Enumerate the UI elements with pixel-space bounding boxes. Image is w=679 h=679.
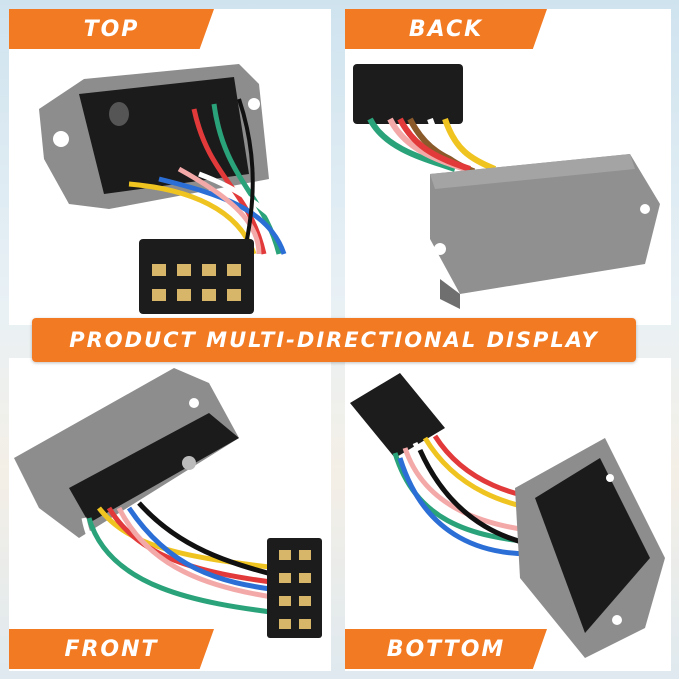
- regulator-back-icon: [353, 64, 660, 309]
- banner-multi-directional: PRODUCT MULTI-DIRECTIONAL DISPLAY: [32, 318, 636, 362]
- regulator-top-icon: [39, 64, 297, 314]
- panel-front-view: [9, 358, 331, 671]
- regulator-bottom-icon: [350, 373, 665, 658]
- regulator-front-icon: [14, 368, 322, 638]
- label-top: TOP: [9, 9, 214, 49]
- panel-top-view: [9, 9, 331, 325]
- label-back: BACK: [345, 9, 547, 49]
- panel-back-view: [345, 9, 671, 325]
- label-front: FRONT: [9, 629, 214, 669]
- panel-bottom-view: [345, 358, 671, 671]
- label-bottom: BOTTOM: [345, 629, 547, 669]
